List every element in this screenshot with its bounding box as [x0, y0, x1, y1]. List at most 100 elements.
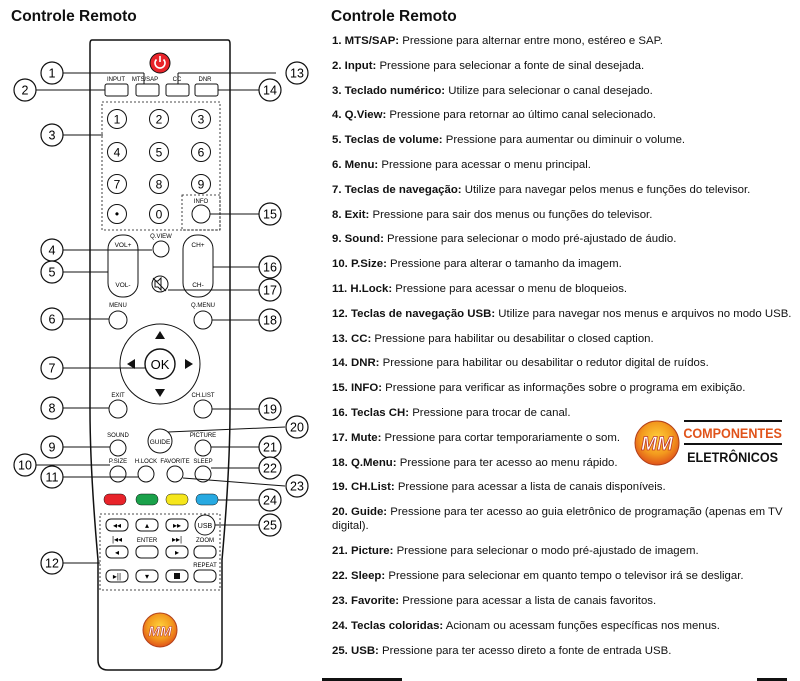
list-item: 23. Favorite: Pressione para acessar a l… [332, 595, 657, 607]
callout-number: 20 [290, 421, 304, 435]
sleep-label: SLEEP [193, 459, 212, 465]
digit-label: 6 [198, 146, 205, 160]
usb-right-button[interactable] [165, 545, 189, 559]
menu-label: MENU [109, 303, 127, 309]
power-icon [154, 56, 166, 69]
digit-label: 4 [114, 146, 121, 160]
info-frame [181, 194, 221, 231]
bottom-rule [322, 678, 402, 681]
psize-button[interactable] [109, 465, 127, 483]
fast-forward-icon: ▸▸ [173, 521, 181, 530]
exit-button[interactable] [108, 399, 128, 419]
numpad-frame [101, 101, 221, 231]
dot-button[interactable] [107, 204, 127, 224]
red-key-button[interactable] [103, 493, 127, 506]
usb-down-button[interactable] [135, 569, 159, 583]
nav-up-button[interactable] [155, 331, 165, 339]
sleep-button[interactable] [194, 465, 212, 483]
digit-button-2[interactable] [149, 109, 169, 129]
digit-button-5[interactable] [149, 142, 169, 162]
usb-left-button[interactable] [105, 545, 129, 559]
usb-up-button[interactable] [135, 518, 159, 532]
favorite-label: FAVORITE [160, 459, 189, 465]
rewind-button[interactable] [105, 518, 129, 532]
zoom-label: ZOOM [196, 538, 214, 544]
digit-button-0[interactable] [149, 204, 169, 224]
callout-15 [258, 202, 282, 226]
callout-leaders [36, 72, 286, 564]
arrow-up-icon: ▴ [145, 521, 149, 530]
info-button[interactable] [191, 204, 211, 224]
list-item: 12. Teclas de navegação USB: Utilize par… [332, 307, 792, 320]
input-button[interactable] [104, 83, 129, 97]
callout-number: 15 [263, 208, 277, 222]
green-key-button[interactable] [135, 493, 159, 506]
fast-forward-button[interactable] [165, 518, 189, 532]
callout-number: 2 [22, 84, 29, 98]
remote-diagram: INPUT MTS/SAP CC DNR 1 2 3 4 5 6 7 8 9 •… [13, 39, 309, 671]
callout-number: 13 [290, 67, 304, 81]
ok-button[interactable] [144, 348, 176, 380]
callout-number: 5 [49, 266, 56, 280]
cc-button[interactable] [165, 83, 190, 97]
usb-label: USB [198, 523, 213, 530]
callout-number: 8 [49, 402, 56, 416]
repeat-button[interactable] [193, 569, 217, 583]
callout-16 [258, 255, 282, 279]
stop-icon [174, 573, 180, 579]
qmenu-button[interactable] [193, 310, 213, 330]
zoom-button[interactable] [193, 545, 217, 559]
hlock-button[interactable] [137, 465, 155, 483]
callout-18 [258, 308, 282, 332]
chlist-button[interactable] [193, 399, 213, 419]
qmenu-label: Q.MENU [191, 303, 215, 309]
digit-label: 5 [156, 146, 163, 160]
callout-number: 23 [290, 480, 304, 494]
list-item: 17. Mute: Pressione para cortar temporar… [332, 431, 621, 444]
favorite-button[interactable] [166, 465, 184, 483]
list-item: 3. Teclado numérico: Utilize para seleci… [332, 84, 653, 97]
mts-sap-button[interactable] [135, 83, 160, 97]
digit-button-8[interactable] [149, 174, 169, 194]
list-item: 8. Exit: Pressione para sair dos menus o… [332, 208, 653, 221]
arrow-right-icon: ▸ [175, 548, 179, 557]
next-track-icon: ▸▸| [172, 535, 182, 544]
sound-button[interactable] [109, 439, 127, 457]
digit-button-6[interactable] [191, 142, 211, 162]
blue-key-button[interactable] [195, 493, 219, 506]
callout-2 [13, 78, 37, 102]
list-item: 4. Q.View: Pressione para retornar ao úl… [332, 109, 656, 122]
digit-label: 2 [156, 113, 163, 127]
ok-label: OK [151, 357, 170, 372]
callout-10 [13, 453, 37, 477]
callout-5 [40, 260, 64, 284]
list-item: 15. INFO: Pressione para verificar as in… [332, 382, 746, 395]
picture-button[interactable] [194, 439, 212, 457]
enter-button[interactable] [135, 545, 159, 559]
play-pause-button[interactable] [105, 569, 129, 583]
digit-button-7[interactable] [107, 174, 127, 194]
play-pause-icon: ▸|| [113, 572, 121, 581]
digit-button-9[interactable] [191, 174, 211, 194]
power-button[interactable] [149, 52, 171, 74]
list-item: 16. Teclas CH: Pressione para trocar de … [332, 407, 571, 419]
menu-button[interactable] [108, 310, 128, 330]
mute-button[interactable] [151, 275, 169, 293]
digit-button-4[interactable] [107, 142, 127, 162]
callout-number: 9 [49, 441, 56, 455]
channel-rocker[interactable] [182, 234, 214, 298]
callout-number: 24 [263, 494, 277, 508]
digit-button-1[interactable] [107, 109, 127, 129]
yellow-key-button[interactable] [165, 493, 189, 506]
bottom-rule [757, 678, 787, 681]
nav-down-button[interactable] [155, 389, 165, 397]
dnr-button[interactable] [194, 83, 219, 97]
qview-button[interactable] [152, 240, 170, 258]
nav-left-button[interactable] [127, 359, 135, 369]
nav-right-button[interactable] [185, 359, 193, 369]
digit-button-3[interactable] [191, 109, 211, 129]
ch-up-label: CH+ [191, 242, 204, 249]
guide-button[interactable] [147, 428, 173, 454]
digit-label: 0 [156, 208, 163, 222]
callout-number: 17 [263, 284, 277, 298]
